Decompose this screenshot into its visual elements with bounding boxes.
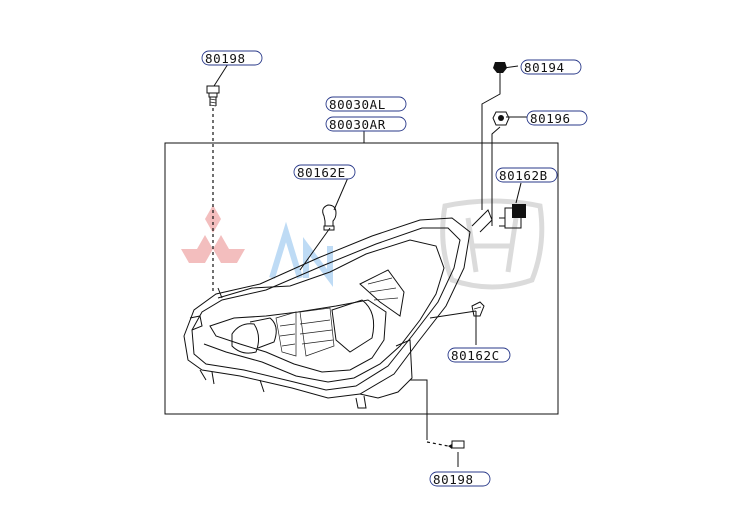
brand-text-icon: [269, 221, 333, 287]
svg-text:80162B: 80162B: [499, 168, 548, 183]
svg-text:80030AL: 80030AL: [329, 97, 386, 112]
label-headlamp-right: 80030AR: [325, 116, 407, 132]
bulb-small-icon: [322, 204, 337, 231]
clip-icon: [471, 301, 485, 317]
assembly-frame: [164, 142, 559, 415]
label-screw-top: 80194: [520, 59, 582, 75]
label-clip: 80162C: [447, 347, 511, 363]
svg-text:80162E: 80162E: [297, 165, 346, 180]
screw-top-icon: [493, 62, 507, 78]
label-nut: 80196: [526, 110, 588, 126]
nut-icon: [492, 111, 510, 126]
bolt-bottom-icon: [448, 440, 465, 449]
svg-text:80198: 80198: [205, 51, 246, 66]
svg-text:80194: 80194: [524, 60, 565, 75]
svg-text:80162C: 80162C: [451, 348, 500, 363]
bulb-main-icon: [499, 204, 526, 229]
label-bottom-bolt: 80198: [429, 471, 491, 487]
svg-text:80030AR: 80030AR: [329, 117, 386, 132]
svg-text:80198: 80198: [433, 472, 474, 487]
label-bulb-main: 80162B: [495, 167, 558, 183]
label-top-left-bolt: 80198: [201, 50, 263, 66]
label-headlamp-left: 80030AL: [325, 96, 407, 112]
mitsubishi-logo-icon: [181, 205, 245, 263]
bolt-top-left-icon: [206, 85, 220, 107]
honda-logo-icon: [440, 198, 545, 290]
watermark: [181, 198, 545, 290]
label-bulb-small: 80162E: [293, 164, 356, 180]
svg-text:80196: 80196: [530, 111, 571, 126]
headlamp-housing: [183, 209, 493, 409]
